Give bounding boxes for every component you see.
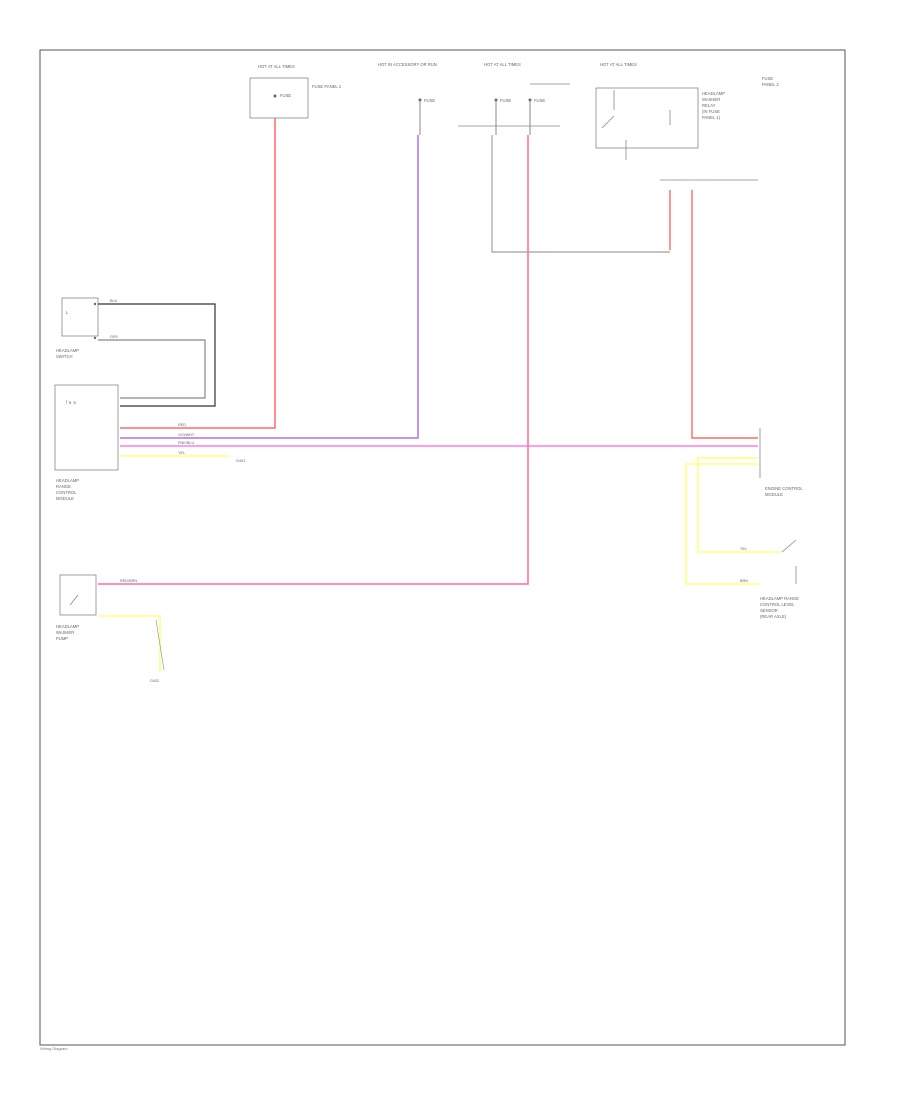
washer-pump-label-2: PUMP	[56, 636, 68, 641]
fuse-left-hot-label: HOT AT ALL TIMES	[258, 64, 295, 69]
control-module-label-3: MODULE	[56, 496, 74, 501]
engine-control-label-0: ENGINE CONTROL	[765, 486, 803, 491]
level-sensor-label-1: CONTROL LEVEL	[760, 602, 795, 607]
washer-pump-label-0: HEADLAMP	[56, 624, 79, 629]
level-sensor-label-3: (REAR AXLE)	[760, 614, 787, 619]
relay-label-2: RELAY	[702, 103, 716, 108]
fuse-top-center: HOT IN ACCESSORY OR RUN FUSE	[378, 62, 437, 135]
fuse-panel-right-label-1: PANEL 2	[762, 82, 779, 87]
headlamp-washer-relay: HOT AT ALL TIMES HEADLAMP WASHER RELAY (…	[595, 62, 779, 250]
svg-text:BRN: BRN	[740, 579, 748, 583]
yellow-right-wire-2	[697, 457, 782, 553]
svg-text:GRY: GRY	[110, 335, 119, 339]
control-module-label-0: HEADLAMP	[56, 478, 79, 483]
yellow-ground-wire	[98, 615, 161, 672]
diagram-frame	[39, 49, 846, 1046]
fuse-right-hot-label: HOT AT ALL TIMES	[484, 62, 521, 67]
svg-text:VIO/WHT: VIO/WHT	[178, 433, 195, 437]
control-module: f ↯ ↯ HEADLAMP RANGE CONTROL MODULE	[54, 384, 119, 501]
engine-control-label-1: MODULE	[765, 492, 783, 497]
fuse-left-panel-label: FUSE PANEL 1	[312, 84, 342, 89]
relay-label-4: PANEL 1)	[702, 115, 721, 120]
black-wire-loop	[98, 303, 216, 407]
svg-text:YEL: YEL	[178, 451, 185, 455]
relay-label-0: HEADLAMP	[702, 91, 725, 96]
washer-pump-label-1: WASHER	[56, 630, 74, 635]
fuse-panel-right-label-0: FUSE	[762, 76, 773, 81]
fuse-center-hot-label: HOT IN ACCESSORY OR RUN	[378, 62, 437, 67]
relay-label-1: WASHER	[702, 97, 720, 102]
control-module-label-2: CONTROL	[56, 490, 77, 495]
svg-text:BLK: BLK	[110, 299, 118, 303]
svg-text:G401: G401	[236, 459, 245, 463]
washer-pump: HEADLAMP WASHER PUMP	[56, 574, 97, 641]
fuse-left-fuse-label: FUSE	[280, 93, 291, 98]
violet-wire	[120, 135, 419, 439]
fuse-panel-left: HOT AT ALL TIMES FUSE FUSE PANEL 1	[249, 64, 342, 119]
svg-text:f ↯ ↯: f ↯ ↯	[66, 400, 77, 405]
footer-label: Wiring Diagram	[40, 1046, 68, 1051]
headlamp-switch: L HEADLAMP SWITCH	[56, 297, 99, 359]
level-sensor: HEADLAMP RANGE CONTROL LEVEL SENSOR (REA…	[760, 539, 799, 619]
engine-control-module: ENGINE CONTROL MODULE	[759, 428, 803, 497]
fuse-center-fuse-label: FUSE	[424, 98, 435, 103]
svg-text:YEL: YEL	[740, 547, 747, 551]
relay-label-3: (IN FUSE	[702, 109, 720, 114]
fuse-right-fuse-label-2: FUSE	[534, 98, 545, 103]
control-module-label-1: RANGE	[56, 484, 71, 489]
headlamp-switch-label-1: SWITCH	[56, 354, 73, 359]
svg-text:RED/BRN: RED/BRN	[120, 579, 137, 583]
fuse-top-right: HOT AT ALL TIMES FUSE FUSE	[458, 62, 570, 135]
red-wire	[120, 118, 276, 429]
pink-vertical-wire	[98, 135, 529, 585]
gray-wire-loop	[98, 339, 206, 399]
relay-hot-label: HOT AT ALL TIMES	[600, 62, 637, 67]
svg-text:RED: RED	[178, 423, 186, 427]
svg-text:PNK/BLU: PNK/BLU	[178, 441, 195, 445]
gray-loop-wire	[491, 135, 670, 253]
level-sensor-label-0: HEADLAMP RANGE	[760, 596, 799, 601]
yellow-right-wire-1	[685, 463, 760, 585]
red-right-wire	[691, 190, 758, 439]
svg-text:G402: G402	[150, 679, 159, 683]
svg-text:L: L	[66, 310, 69, 315]
headlamp-switch-label-0: HEADLAMP	[56, 348, 79, 353]
level-sensor-label-2: SENSOR	[760, 608, 778, 613]
fuse-right-fuse-label: FUSE	[500, 98, 511, 103]
